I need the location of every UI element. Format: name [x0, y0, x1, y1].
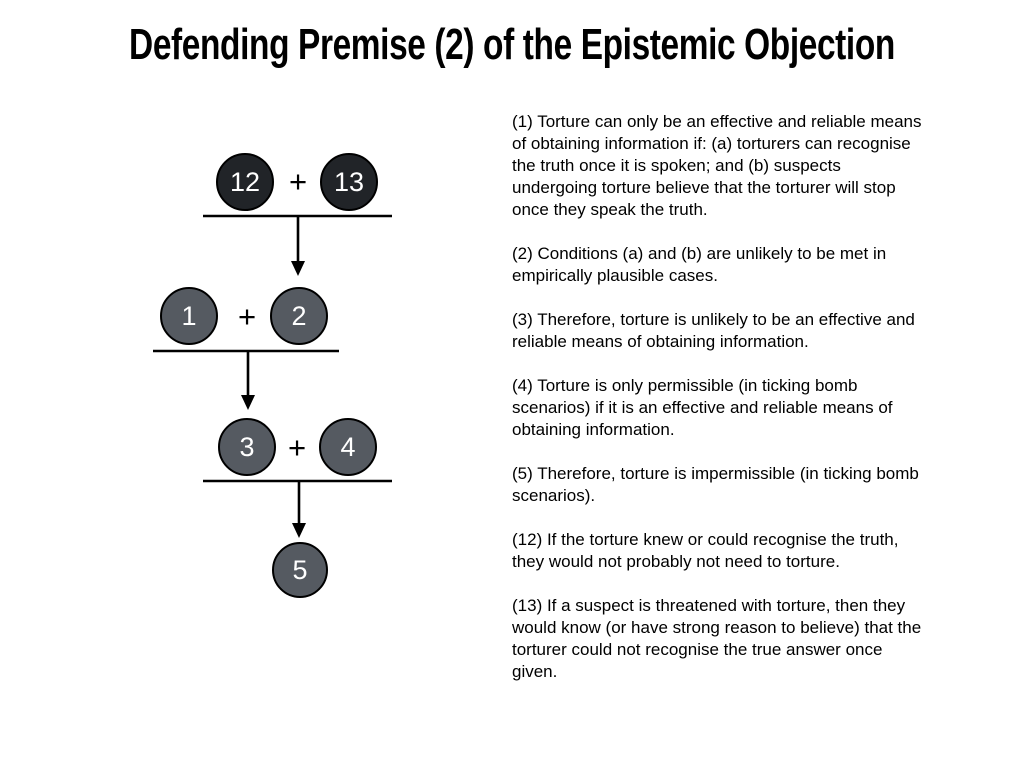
- premise-list: (1) Torture can only be an effective and…: [512, 111, 992, 705]
- node-1-circle: [160, 287, 218, 345]
- node-4-circle: [319, 418, 377, 476]
- node-3-label: 3: [239, 432, 254, 462]
- node-5-circle: [272, 542, 328, 598]
- premise-12: (12) If the torture knew or could recogn…: [512, 530, 899, 571]
- node-12-label: 12: [230, 167, 260, 197]
- premise-4: (4) Torture is only permissible (in tick…: [512, 376, 893, 439]
- arrow-2-head: [241, 395, 255, 410]
- arrow-1-head: [291, 261, 305, 276]
- slide-title: Defending Premise (2) of the Epistemic O…: [129, 20, 895, 69]
- node-13-circle: [320, 153, 378, 211]
- node-5-label: 5: [292, 555, 307, 585]
- plus-sign-row-2: +: [238, 299, 256, 334]
- plus-sign-row-3: +: [288, 430, 306, 465]
- node-2-label: 2: [291, 301, 306, 331]
- premise-5: (5) Therefore, torture is impermissible …: [512, 464, 919, 505]
- premise-3: (3) Therefore, torture is unlikely to be…: [512, 310, 915, 351]
- node-13-label: 13: [334, 167, 364, 197]
- node-1-label: 1: [181, 301, 196, 331]
- premise-13: (13) If a suspect is threatened with tor…: [512, 596, 922, 681]
- node-4-label: 4: [340, 432, 355, 462]
- premise-1: (1) Torture can only be an effective and…: [512, 112, 922, 219]
- premise-2: (2) Conditions (a) and (b) are unlikely …: [512, 244, 887, 285]
- node-12-circle: [216, 153, 274, 211]
- plus-sign-row-1: +: [289, 164, 307, 199]
- node-3-circle: [218, 418, 276, 476]
- arrow-3-head: [292, 523, 306, 538]
- node-2-circle: [270, 287, 328, 345]
